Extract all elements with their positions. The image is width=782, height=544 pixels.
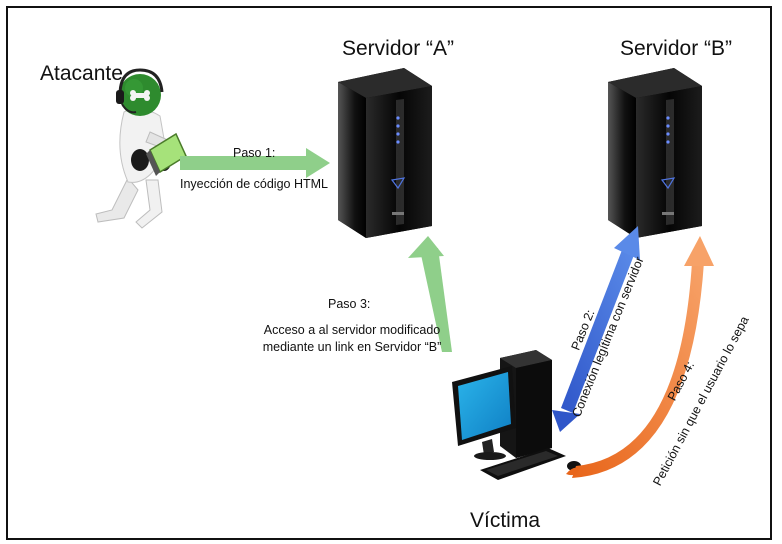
step1-title: Paso 1: (233, 146, 276, 160)
victim-computer-icon (452, 350, 581, 480)
step3-line1: Acceso a al servidor modificado (263, 323, 441, 337)
step3-title: Paso 3: (328, 297, 371, 311)
step4-arrow (566, 236, 714, 478)
step3-arrow (408, 236, 452, 352)
attacker-figure-icon (95, 68, 187, 229)
server-b-label: Servidor “B” (620, 37, 733, 60)
victim-label: Víctima (470, 509, 541, 532)
server-b-icon (608, 68, 702, 238)
step2-arrow (552, 226, 640, 432)
attacker-label: Atacante (40, 62, 123, 85)
step3-line2: mediante un link en Servidor “B” (262, 340, 442, 354)
step1-arrow (180, 148, 330, 178)
step1-text: Inyección de código HTML (180, 177, 328, 191)
server-a-label: Servidor “A” (342, 37, 455, 60)
server-a-icon (338, 68, 432, 238)
